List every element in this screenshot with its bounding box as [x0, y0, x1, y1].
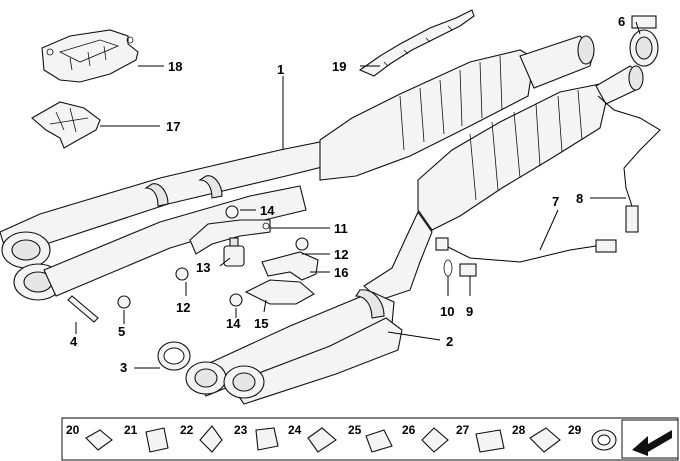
- strip-item-26: 26: [402, 423, 449, 453]
- strip-item-29: 29: [568, 423, 617, 451]
- gasket-10: [443, 259, 453, 277]
- strip-item-22: 22: [180, 423, 223, 453]
- strip-item-24: 24: [288, 423, 337, 453]
- callout-9: 9: [466, 304, 473, 319]
- callout-4: 4: [70, 334, 78, 349]
- callout-18: 18: [168, 59, 182, 74]
- svg-text:28: 28: [512, 423, 526, 437]
- callout-8: 8: [576, 191, 583, 206]
- leader-lines: [75, 21, 641, 369]
- callout-14-top: 14: [260, 203, 275, 218]
- callout-1: 1: [277, 62, 284, 77]
- callout-6: 6: [618, 14, 625, 29]
- callout-19: 19: [332, 59, 346, 74]
- heat-shield-19: [358, 9, 475, 77]
- oxygen-sensor-7: [435, 237, 617, 263]
- callout-12-right: 12: [334, 247, 348, 262]
- bolt-12a: [175, 267, 189, 281]
- svg-text:29: 29: [568, 423, 582, 437]
- bolt-12b: [295, 237, 309, 251]
- callout-2: 2: [446, 334, 453, 349]
- clamp-15: [244, 279, 315, 305]
- arrow-icon: [621, 419, 679, 459]
- svg-text:27: 27: [456, 423, 470, 437]
- callout-13: 13: [196, 260, 210, 275]
- front-pipe-assembly-2: [185, 65, 644, 405]
- callout-labels: 1 2 3 4 5 6 7 8 9 10 11 12 12 13 14 14 1…: [70, 14, 625, 375]
- small-parts-strip: 20 21 22 23 24 25 26 27: [61, 417, 679, 461]
- heat-shield-18: [41, 29, 139, 83]
- callout-5: 5: [118, 324, 125, 339]
- strip-item-23: 23: [234, 423, 279, 451]
- callout-11: 11: [334, 221, 348, 236]
- strip-item-20: 20: [66, 423, 113, 451]
- bolt-4: [67, 295, 99, 323]
- svg-text:20: 20: [66, 423, 80, 437]
- callout-15: 15: [254, 316, 268, 331]
- svg-text:25: 25: [348, 423, 362, 437]
- heat-shield-17: [31, 101, 101, 149]
- callout-17: 17: [166, 119, 180, 134]
- strip-item-27: 27: [456, 423, 505, 453]
- strip-item-21: 21: [124, 423, 169, 453]
- callout-3: 3: [120, 360, 127, 375]
- rubber-mount-13: [223, 237, 245, 267]
- clamp-6: [629, 15, 659, 67]
- nut-14b: [229, 293, 243, 307]
- front-pipe-assembly-1: [0, 35, 595, 301]
- clamp-16: [261, 251, 319, 281]
- bracket-11: [189, 219, 271, 255]
- callout-10: 10: [440, 304, 454, 319]
- plug-9: [459, 263, 477, 277]
- svg-text:26: 26: [402, 423, 416, 437]
- oxygen-sensor-8: [597, 95, 661, 233]
- callout-12-left: 12: [176, 300, 190, 315]
- callout-14-bottom: 14: [226, 316, 241, 331]
- callout-7: 7: [552, 194, 559, 209]
- gasket-ring-3: [157, 341, 191, 371]
- strip-item-25: 25: [348, 423, 393, 453]
- nut-14a: [225, 205, 239, 219]
- svg-text:23: 23: [234, 423, 248, 437]
- svg-text:24: 24: [288, 423, 302, 437]
- callout-16: 16: [334, 265, 348, 280]
- nut-5: [117, 295, 131, 309]
- strip-item-28: 28: [512, 423, 561, 453]
- svg-text:22: 22: [180, 423, 194, 437]
- svg-text:21: 21: [124, 423, 138, 437]
